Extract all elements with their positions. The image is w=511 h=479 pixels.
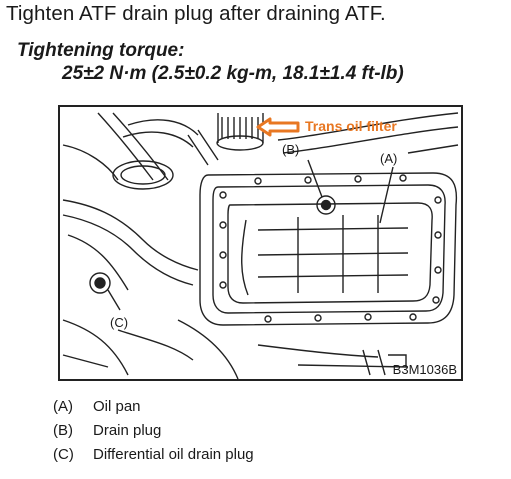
label-a: (A) [380, 151, 397, 166]
legend-text-c: Differential oil drain plug [93, 446, 254, 463]
legend-item-b: (B) Drain plug [53, 422, 254, 446]
legend-key-a: (A) [53, 398, 73, 415]
label-c: (C) [110, 315, 128, 330]
figure-code: B3M1036B [393, 362, 457, 377]
oil-pan-illustration: Trans oil filter (B) (A) (C) B3M1036B [58, 105, 463, 381]
label-b: (B) [282, 142, 299, 157]
legend-text-b: Drain plug [93, 422, 162, 439]
legend-item-a: (A) Oil pan [53, 398, 254, 422]
legend-key-b: (B) [53, 422, 73, 439]
trans-oil-filter-label: Trans oil filter [305, 118, 397, 134]
instruction-text: Tighten ATF drain plug after draining AT… [6, 2, 386, 25]
legend-key-c: (C) [53, 446, 74, 463]
legend-list: (A) Oil pan (B) Drain plug (C) Different… [53, 398, 254, 470]
torque-heading: Tightening torque: [17, 40, 185, 61]
callout-arrow-icon [256, 117, 300, 137]
torque-value: 25±2 N·m (2.5±0.2 kg-m, 18.1±1.4 ft-lb) [62, 63, 404, 84]
legend-item-c: (C) Differential oil drain plug [53, 446, 254, 470]
legend-text-a: Oil pan [93, 398, 141, 415]
